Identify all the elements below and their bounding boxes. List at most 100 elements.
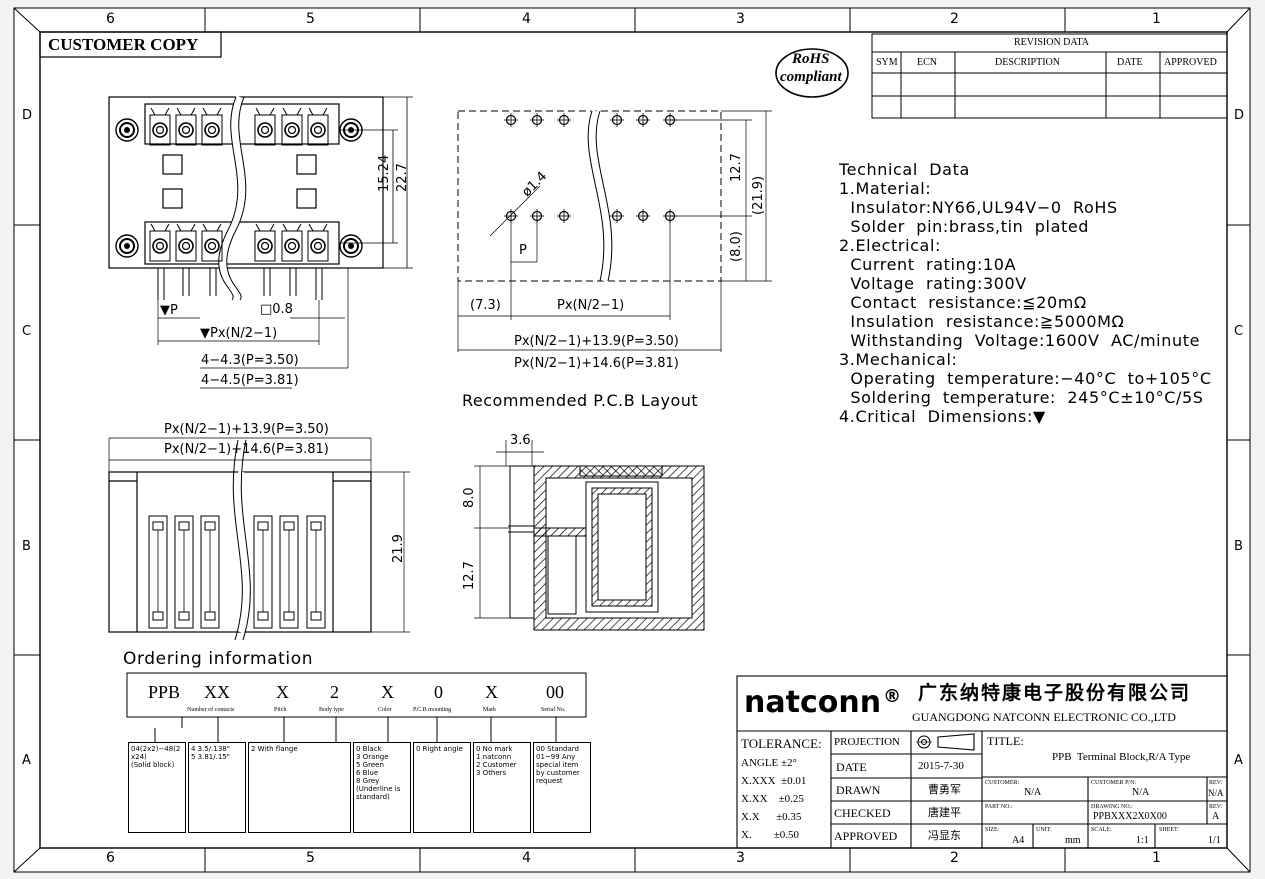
size-label: SIZE: [985,827,1000,833]
terminal-screw [149,107,171,146]
dim-top-21-9: 21.9 [391,534,406,563]
dim-pcb-width-381: Px(N/2−1)+14.6(P=3.81) [514,356,679,371]
dim-21-9: (21.9) [751,175,766,215]
pcb-hole [636,113,650,127]
terminal-screw [175,107,197,146]
order-option-body: 2 With flange [248,742,351,833]
tech-line: Soldering temperature: 245°C±10°C/5S [839,388,1204,407]
zone-left-d: D [22,108,33,123]
dim-p: ▼P [160,303,178,318]
contact-slot [200,515,220,629]
tech-line: Current rating:10A [839,255,1017,274]
sheet-label: SHEET: [1159,827,1180,833]
pcb-hole [504,113,518,127]
scale-label: SCALE: [1091,827,1112,833]
size-value: A4 [1012,835,1025,846]
terminal-screw [254,107,276,146]
order-code-pcb: 0 [434,682,443,702]
order-code-pitch: X [276,682,289,702]
dim-15-24: 15.24 [377,154,392,192]
zone-top-5: 5 [306,11,315,27]
dim-pcb-p: P [519,243,527,258]
pcb-hole [557,209,571,223]
dim-8-0: (8.0) [729,231,744,262]
customer-pn-value: N/A [1132,787,1150,798]
revision-header-date: DATE [1117,57,1143,68]
brand-logo: natconn® [744,688,901,718]
title-label: TITLE: [987,734,1024,748]
customer-label: CUSTOMER: [985,780,1020,786]
drawing-no-label: DRAWING NO.: [1091,804,1133,810]
pcb-hole [610,209,624,223]
pcb-hole [610,113,624,127]
dim-pcb-width-350: Px(N/2−1)+13.9(P=3.50) [514,334,679,349]
dim-12-7: 12.7 [729,153,744,182]
terminal-screw [307,223,329,262]
order-code-mark: X [485,682,498,702]
order-sub-pitch: Pitch [274,707,287,713]
contact-slot [148,515,168,629]
order-code-contacts: XX [204,682,230,702]
tolerance-x: X. ±0.50 [741,829,799,841]
tolerance-label: TOLERANCE: [741,736,822,751]
dim-3-6: 3.6 [510,433,531,448]
tolerance-xxx: X.XX ±0.25 [741,793,804,805]
dim-px: ▼Px(N/2−1) [200,326,278,341]
contact-slot [174,515,194,629]
rohs-line2: compliant [780,69,842,85]
part-no-label: PART NO.: [985,804,1013,810]
zone-bottom-3: 3 [736,850,745,866]
checked-value: 唐建平 [928,807,961,819]
dim-7-3: (7.3) [470,298,501,313]
terminal-screw [201,107,223,146]
contact-slot [279,515,299,629]
zone-top-3: 3 [736,11,745,27]
zone-right-b: B [1234,539,1243,554]
pcb-hole [636,209,650,223]
contact-slot [253,515,273,629]
dim-top-width-381: Px(N/2−1)+14.6(P=3.81) [164,442,329,457]
tech-line: 2.Electrical: [839,236,941,255]
tech-line: 1.Material: [839,179,932,198]
ordering-title: Ordering information [123,649,314,669]
company-name-en: GUANGDONG NATCONN ELECTRONIC CO.,LTD [912,710,1176,724]
zone-top-2: 2 [950,11,959,27]
terminal-screw [254,223,276,262]
order-code-color: X [381,682,394,702]
terminal-screw [149,223,171,262]
order-sub-pcb: P.C.B mounting [413,707,452,713]
dim-pcb-px: Px(N/2−1) [557,298,625,313]
dim-side-8-0: 8.0 [462,487,477,508]
dim-pitch-350: 4−4.3(P=3.50) [201,353,299,368]
order-sub-serial: Serial No. [541,707,566,713]
tech-line: 3.Mechanical: [839,350,958,369]
zone-right-c: C [1234,324,1244,339]
mounting-screw [339,234,363,258]
tech-line: Technical Data [839,160,970,179]
order-code-series: PPB [148,682,181,702]
rev-value-1: N/A [1208,788,1224,798]
checked-label: CHECKED [834,806,891,820]
mounting-screw [339,118,363,142]
tech-line: Insulation resistance:≧5000MΩ [839,312,1125,331]
unit-value: mm [1065,835,1081,846]
sheet-value: 1/1 [1208,835,1221,846]
order-option-color: 0 Black 3 Orange 5 Green 6 Blue 8 Grey (… [353,742,411,833]
revision-header-approved: APPROVED [1164,57,1217,68]
zone-top-6: 6 [106,11,115,27]
order-sub-mark: Mark [483,707,496,713]
pcb-hole [530,113,544,127]
tolerance-xx: X.X ±0.35 [741,811,802,823]
dim-pitch-381: 4−4.5(P=3.81) [201,373,299,388]
mounting-screw [115,234,139,258]
pcb-hole [530,209,544,223]
order-option-contacts: 04(2x2)−48(2 x24) (Solid block) [128,742,186,833]
terminal-screw [307,107,329,146]
terminal-screw [201,223,223,262]
pcb-hole [557,113,571,127]
zone-left-b: B [22,539,31,554]
terminal-screw [281,223,303,262]
pcb-hole [663,113,677,127]
